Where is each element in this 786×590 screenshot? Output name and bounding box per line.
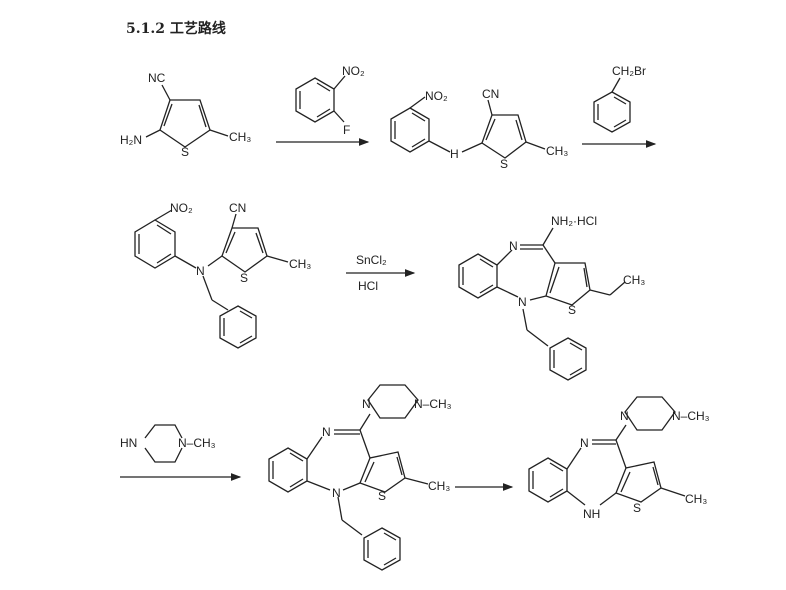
reagent-sncl2-label: SnCl₂ xyxy=(356,253,387,267)
methyl-label: CH₃ xyxy=(685,492,707,506)
nh-hydrogen-label: H xyxy=(450,147,459,161)
nh-label: NH xyxy=(583,507,600,521)
reagent-fluoronitrobenzene: NO₂ F xyxy=(295,64,365,137)
sulfur-label: S xyxy=(181,145,189,159)
reagent-hcl-label: HCl xyxy=(358,279,378,293)
piperazine-nitrogen-label: N xyxy=(362,397,371,411)
benzyl-nitrogen-label: N xyxy=(332,486,341,500)
sulfur-label: S xyxy=(633,501,641,515)
nitro-label: NO₂ xyxy=(170,201,193,215)
nitrile-label: CN xyxy=(482,87,499,101)
compound-4-amidine-hydrochloride: NH₂·HCl N N S CH₃ xyxy=(458,214,645,381)
compound-5-benzyl-olanzapine: N N N–CH₃ N S CH₃ xyxy=(268,384,452,571)
nitrogen-label: N xyxy=(196,264,205,278)
methyl-label: CH₃ xyxy=(546,144,568,158)
methyl-label: CH₃ xyxy=(229,130,251,144)
methyl-label: CH₃ xyxy=(428,479,450,493)
sulfur-label: S xyxy=(500,157,508,171)
methyl-label: CH₃ xyxy=(623,273,645,287)
benzyl-bromide-label: CH₂Br xyxy=(612,64,646,78)
section-heading: 5.1.2 工艺路线 xyxy=(126,21,226,37)
piperazine-nitrogen-label: N xyxy=(620,409,629,423)
amine-hydrochloride-label: NH₂·HCl xyxy=(551,214,597,228)
reagent-benzyl-bromide: CH₂Br xyxy=(593,64,646,133)
reagent-n-methylpiperazine: HN N–CH₃ xyxy=(120,424,216,463)
n-methyl-label: N–CH₃ xyxy=(672,409,710,423)
sulfur-label: S xyxy=(568,303,576,317)
nitro-label: NO₂ xyxy=(342,64,365,78)
imine-nitrogen-label: N xyxy=(509,239,518,253)
sulfur-label: S xyxy=(240,271,248,285)
n-methyl-label: N–CH₃ xyxy=(414,397,452,411)
compound-1-aminothiophene: NC H₂N S CH₃ xyxy=(120,71,251,159)
imine-nitrogen-label: N xyxy=(322,425,331,439)
nitrile-label: NC xyxy=(148,71,166,85)
compound-6-olanzapine: N N N–CH₃ NH S CH₃ xyxy=(528,396,710,521)
compound-2-nitroanilino-thiophene: NO₂ H CN S CH₃ xyxy=(390,87,568,171)
compound-3-n-benzyl: NO₂ CN N S CH₃ xyxy=(134,201,311,349)
fluoro-label: F xyxy=(343,123,350,137)
nitro-label: NO₂ xyxy=(425,89,448,103)
sulfur-label: S xyxy=(378,489,386,503)
benzyl-nitrogen-label: N xyxy=(518,295,527,309)
n-methyl-label: N–CH₃ xyxy=(178,436,216,450)
nitrile-label: CN xyxy=(229,201,246,215)
methyl-label: CH₃ xyxy=(289,257,311,271)
imine-nitrogen-label: N xyxy=(580,436,589,450)
amine-label: H₂N xyxy=(120,133,142,147)
piperazine-nh-label: HN xyxy=(120,436,137,450)
